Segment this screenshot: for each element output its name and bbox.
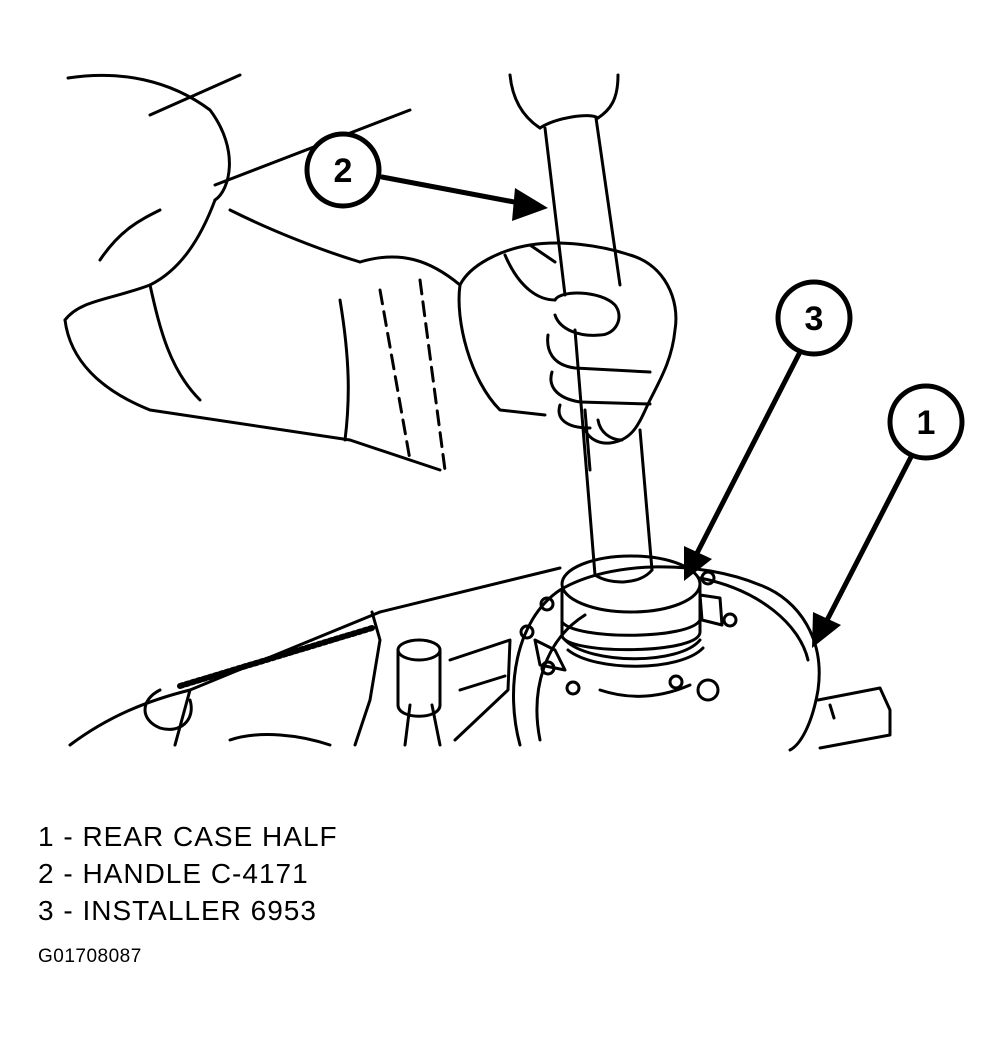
upper-hand	[508, 73, 620, 130]
callout-leaders	[379, 174, 915, 648]
parts-legend: 1 - REAR CASE HALF 2 - HANDLE C-4171 3 -…	[38, 818, 338, 929]
callout-2-number: 2	[334, 152, 353, 190]
legend-item-installer: 3 - INSTALLER 6953	[38, 895, 317, 926]
installer-tool	[560, 554, 705, 668]
installation-diagram: 2 3 1	[63, 73, 965, 752]
callout-3: 3	[775, 279, 853, 357]
callout-3-number: 3	[805, 300, 824, 338]
legend-item-handle: 2 - HANDLE C-4171	[38, 858, 309, 889]
handle-tool	[538, 114, 654, 584]
callout-1: 1	[887, 383, 965, 461]
arm-sleeve	[63, 73, 462, 472]
legend-item-rear-case-half: 1 - REAR CASE HALF	[38, 821, 338, 852]
callout-1-number: 1	[917, 404, 936, 442]
figure-id: G01708087	[38, 946, 142, 967]
hand	[457, 241, 678, 445]
callout-2: 2	[304, 131, 382, 209]
rear-case-half	[68, 565, 892, 752]
